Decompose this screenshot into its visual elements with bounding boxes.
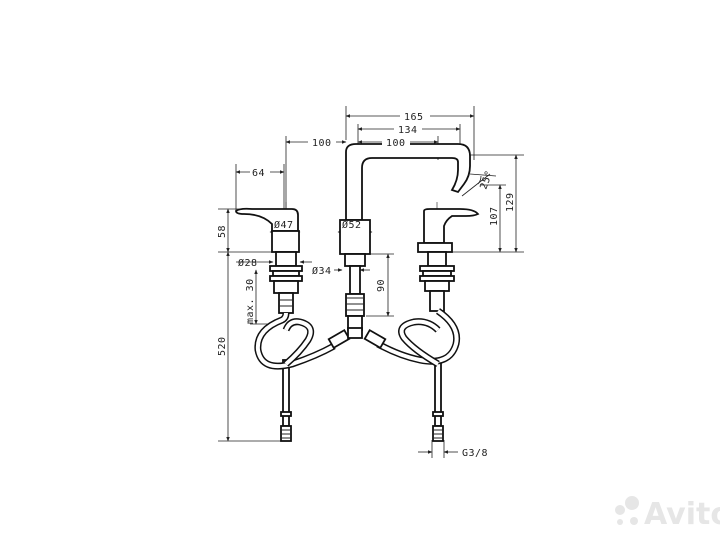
dim-dia34: Ø34 [312,265,332,277]
dimension-labels: 165 134 100 100 64 25° 107 129 58 Ø47 Ø5… [217,110,516,459]
dim-angle: 25° [478,169,495,191]
dim-dia52: Ø52 [342,219,362,231]
right-valve [417,208,480,442]
spout [339,143,471,331]
dim-165: 165 [404,112,424,123]
dim-dia28: Ø28 [238,257,258,269]
dim-64: 64 [252,168,265,179]
dim-520: 520 [217,336,228,356]
dim-max30: max. 30 [245,278,256,324]
dim-100-left: 100 [312,138,332,149]
dim-134: 134 [398,125,418,136]
left-valve [235,207,303,442]
watermark-text: Avito [644,497,720,532]
dim-thread: G3/8 [462,448,488,459]
dim-90: 90 [376,279,387,292]
dim-100-top: 100 [386,138,406,149]
dim-107: 107 [489,206,500,226]
dim-129: 129 [505,192,516,212]
avito-watermark: Avito [615,496,720,532]
dim-dia47: Ø47 [274,219,294,231]
dim-58: 58 [217,225,228,238]
hoses [254,308,461,370]
